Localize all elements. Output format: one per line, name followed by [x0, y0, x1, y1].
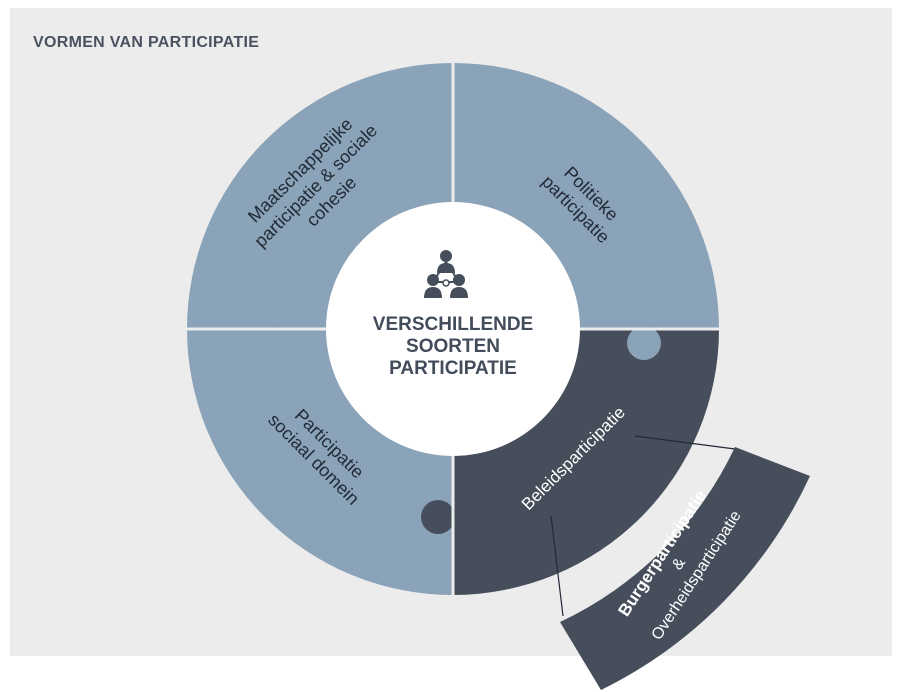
- outer-band: [560, 447, 810, 690]
- puzzle-knob-right: [627, 326, 661, 360]
- puzzle-knob-top: [451, 121, 485, 155]
- people-network-icon: [424, 250, 468, 298]
- puzzle-knob-bottom: [421, 500, 455, 534]
- connector-line-bottom: [550, 515, 564, 617]
- diagram-title: VORMEN VAN PARTICIPATIE: [33, 34, 260, 51]
- center-title-line1: VERSCHILLENDE: [373, 314, 533, 335]
- puzzle-knob-left: [243, 299, 277, 333]
- center-title-line2: SOORTEN: [406, 336, 500, 357]
- center-circle: [326, 202, 580, 456]
- center-title-line3: PARTICIPATIE: [389, 358, 517, 379]
- connector-line-top: [634, 435, 736, 450]
